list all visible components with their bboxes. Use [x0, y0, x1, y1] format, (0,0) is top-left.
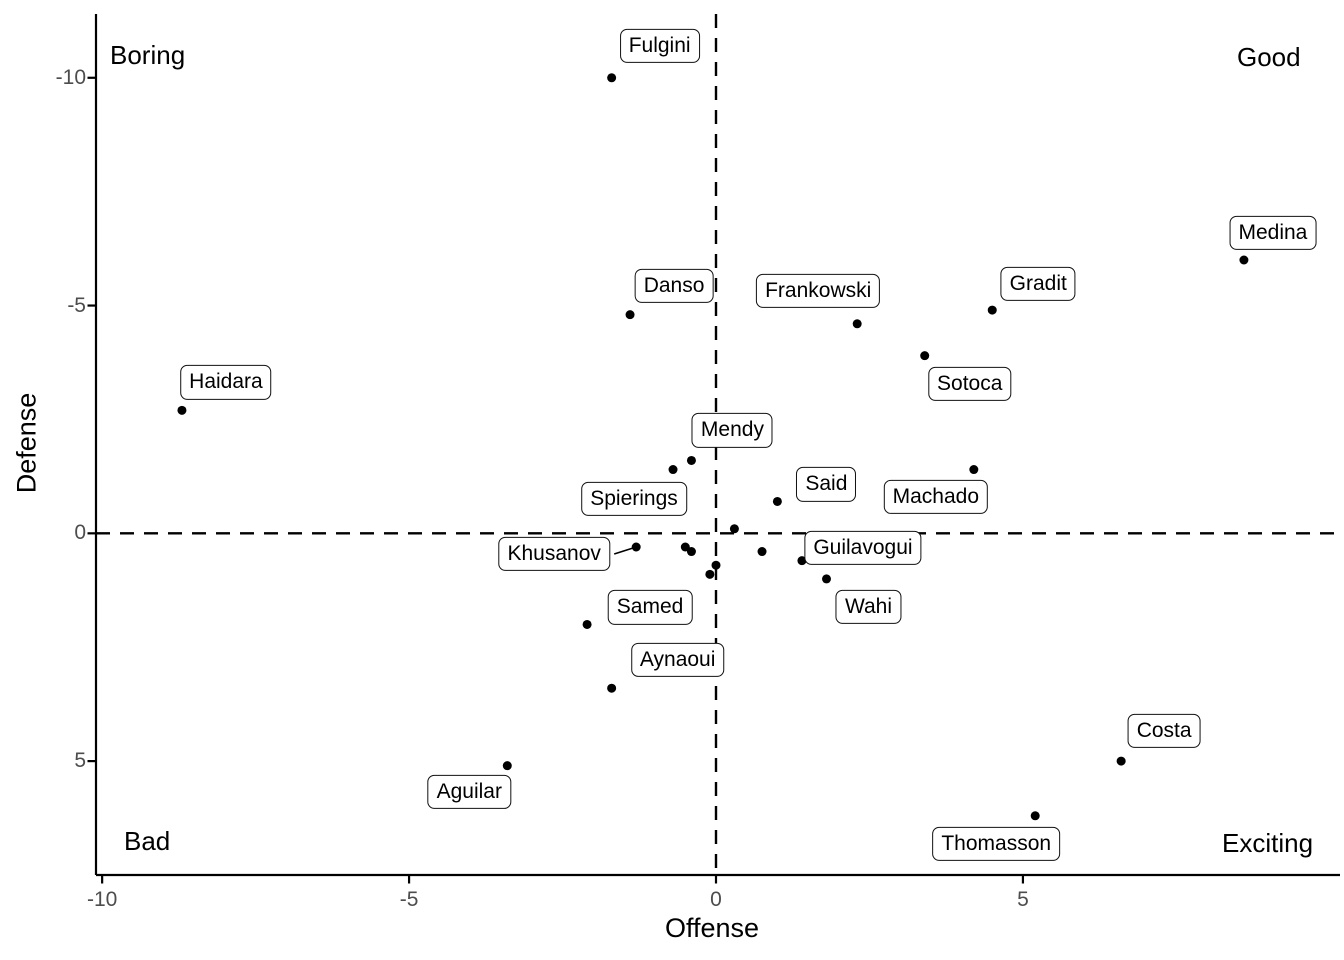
- x-tick-label: 0: [710, 888, 722, 911]
- player-label-thomasson: Thomasson: [932, 826, 1061, 861]
- data-point-mendy: [686, 455, 696, 465]
- player-label-spierings: Spierings: [581, 481, 687, 516]
- player-label-aynaoui: Aynaoui: [630, 643, 725, 678]
- data-point-frankowski: [852, 319, 862, 329]
- x-tick-label: 5: [1017, 888, 1029, 911]
- data-point-gradit: [987, 305, 997, 315]
- player-label-said: Said: [796, 467, 857, 502]
- quadrant-label-good: Good: [1237, 42, 1301, 72]
- quadrant-label-exciting: Exciting: [1222, 828, 1314, 858]
- quadrant-label-boring: Boring: [110, 40, 186, 70]
- y-tick-label: -5: [67, 293, 86, 317]
- x-axis-title: Offense: [664, 913, 760, 943]
- data-point-khusanov: [631, 542, 641, 552]
- player-label-guilavogui: Guilavogui: [804, 530, 922, 565]
- data-point-fulgini: [607, 73, 617, 83]
- data-point-spierings: [668, 465, 678, 475]
- player-label-mendy: Mendy: [691, 413, 773, 448]
- quadrant-label-bad: Bad: [124, 826, 171, 856]
- player-label-costa: Costa: [1127, 713, 1201, 749]
- y-axis-title: Defense: [11, 392, 42, 494]
- player-label-fulgini: Fulgini: [619, 28, 700, 63]
- data-point-aynaoui: [607, 683, 617, 693]
- data-point-said: [772, 496, 782, 506]
- y-tick-label: 5: [74, 749, 86, 773]
- player-label-danso: Danso: [634, 268, 714, 303]
- data-point-sotoca: [920, 351, 930, 361]
- y-tick-label: -10: [55, 65, 86, 89]
- player-label-gradit: Gradit: [1000, 266, 1076, 302]
- player-label-sotoca: Sotoca: [928, 366, 1012, 401]
- data-point: [711, 560, 721, 570]
- player-label-frankowski: Frankowski: [756, 273, 881, 308]
- player-label-khusanov: Khusanov: [498, 536, 610, 572]
- data-point-samed: [582, 619, 592, 629]
- data-point: [680, 542, 690, 552]
- player-label-wahi: Wahi: [835, 589, 902, 624]
- data-point: [757, 547, 767, 557]
- data-point-guilavogui: [797, 556, 807, 566]
- data-point: [705, 569, 715, 579]
- data-point: [729, 524, 739, 534]
- data-point-aguilar: [502, 761, 512, 771]
- x-tick-label: -10: [86, 888, 118, 911]
- player-label-samed: Samed: [607, 590, 693, 625]
- data-point-machado: [969, 465, 979, 475]
- data-point-medina: [1239, 255, 1249, 265]
- player-label-machado: Machado: [883, 479, 989, 514]
- data-point-haidara: [177, 405, 187, 415]
- x-tick-label: -5: [399, 888, 419, 911]
- y-tick-label: 0: [74, 521, 86, 545]
- player-label-medina: Medina: [1229, 215, 1317, 251]
- player-label-haidara: Haidara: [180, 365, 272, 400]
- data-point-thomasson: [1030, 811, 1040, 821]
- data-point-wahi: [821, 574, 831, 584]
- data-point-costa: [1116, 756, 1126, 766]
- data-point: [686, 547, 696, 557]
- data-point-danso: [625, 310, 635, 320]
- player-label-aguilar: Aguilar: [427, 774, 511, 809]
